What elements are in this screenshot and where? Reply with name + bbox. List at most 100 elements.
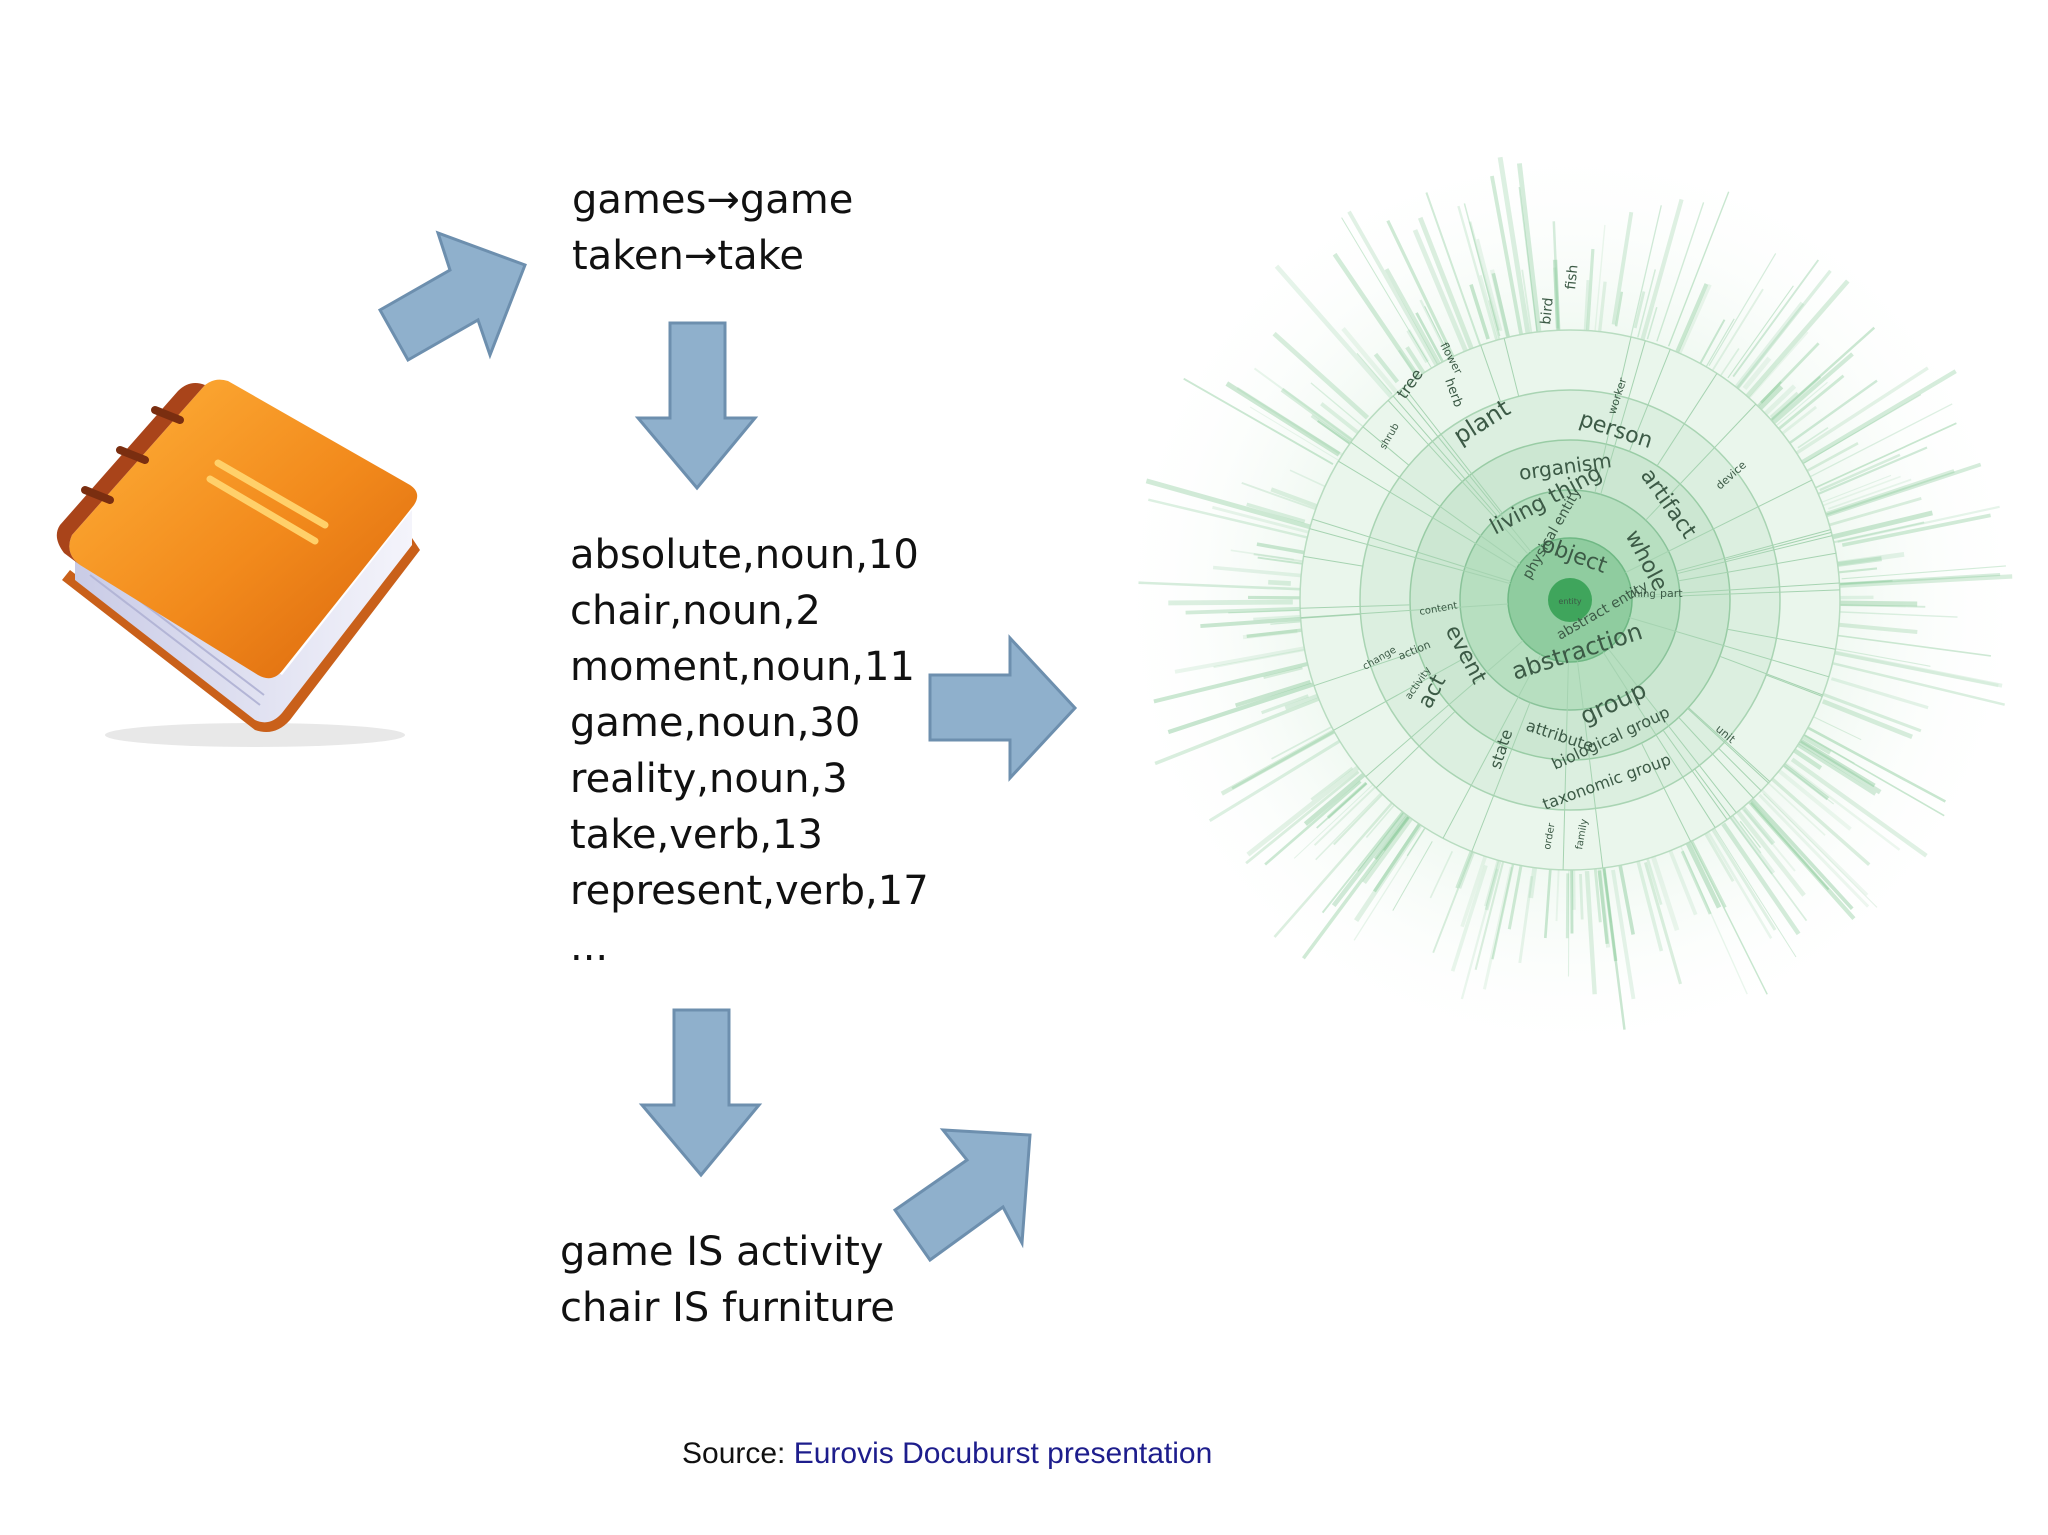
burst-spike (1320, 402, 1360, 435)
burst-divider (1350, 441, 1520, 565)
burst-spike (1789, 734, 1882, 795)
relations-list: game IS activity chair IS furniture (560, 1224, 895, 1336)
burst-spike (1614, 291, 1624, 327)
burst-spike (1702, 813, 1777, 931)
burst-spike (1274, 264, 1403, 410)
burst-spike (1270, 487, 1321, 510)
burst-spike (1235, 679, 1311, 708)
burst-spike (1645, 856, 1663, 905)
burst-spike (1518, 876, 1534, 964)
burst-spike (1833, 573, 2001, 586)
burst-spike (1469, 284, 1490, 340)
burst-divider (1300, 603, 1509, 619)
burst-spike (1742, 356, 1772, 391)
burst-spike (1743, 809, 1796, 872)
burst-spike (1672, 829, 1748, 995)
burst-spike (1565, 873, 1570, 939)
burst-label: fish (1563, 264, 1582, 291)
burst-spike (1667, 191, 1730, 347)
burst-spike (1185, 606, 1320, 615)
burst-spike (1611, 211, 1634, 325)
burst-spike (1174, 645, 1309, 674)
docuburst-spikes (1138, 156, 2013, 1030)
burst-spike (1708, 253, 1777, 367)
burst-spike (1468, 221, 1500, 331)
burst-spike (1246, 765, 1360, 857)
burst-center-label: entity (1558, 597, 1581, 606)
burst-spike (1828, 478, 1912, 510)
burst-spike (1154, 690, 1336, 766)
burst-spike (1635, 198, 1684, 360)
burst-spike (1310, 414, 1356, 448)
list-item: game,noun,30 (570, 700, 861, 746)
burst-divider (1300, 613, 1361, 619)
stemming-examples: games→game taken→take (572, 172, 853, 284)
book-icon (56, 379, 420, 747)
arrow-icon (928, 634, 1078, 782)
burst-divider (1387, 400, 1529, 555)
burst-spike (1543, 857, 1553, 939)
burst-spike (1432, 839, 1478, 954)
burst-divider (1724, 531, 1832, 561)
burst-spike (1813, 446, 1928, 497)
burst-spike (1732, 259, 1820, 378)
burst-divider (1403, 386, 1503, 514)
burst-spike (1746, 775, 1869, 896)
burst-spike (1750, 802, 1830, 891)
burst-spike (1365, 803, 1396, 839)
burst-spike (1798, 369, 1957, 466)
burst-divider (1375, 710, 1456, 789)
burst-spike (1220, 724, 1345, 796)
burst-spike (1236, 386, 1352, 462)
burst-divider (1676, 529, 1831, 572)
burst-spike (1167, 679, 1322, 735)
burst-divider (1641, 742, 1692, 842)
burst-divider (1602, 652, 1716, 828)
burst-spike (1837, 505, 2000, 543)
burst-spike (1728, 800, 1806, 897)
source-link[interactable]: Eurovis Docuburst presentation (793, 1437, 1213, 1470)
arrow-icon (892, 1128, 1032, 1263)
burst-spike (1585, 248, 1595, 345)
burst-divider (1676, 535, 1833, 575)
burst-divider (1442, 654, 1542, 839)
burst-spike (1273, 790, 1403, 938)
burst-spike (1691, 840, 1727, 908)
burst-spike (1740, 787, 1854, 910)
burst-label: part (1660, 587, 1683, 600)
burst-spike (1593, 224, 1606, 337)
burst-spike (1424, 306, 1448, 352)
burst-spike (1821, 648, 1999, 688)
burst-spike (1739, 820, 1762, 849)
burst-spike (1597, 870, 1609, 944)
burst-spike (1819, 497, 1922, 530)
burst-divider (1631, 589, 1840, 599)
arrow-icon (377, 230, 527, 363)
burst-spike (1310, 766, 1354, 801)
burst-spike (1245, 770, 1360, 865)
list-item: chair,noun,2 (570, 588, 821, 634)
burst-spike (1271, 725, 1334, 760)
burst-spike (1450, 864, 1488, 972)
burst-spike (1763, 793, 1878, 908)
burst-spike (1463, 203, 1501, 337)
burst-spike (1357, 801, 1413, 872)
burst-spike (1417, 216, 1480, 365)
burst-spike (1829, 600, 1918, 607)
burst-spike (1353, 813, 1435, 941)
burst-spike (1301, 807, 1417, 960)
burst-spike (1268, 579, 1291, 586)
burst-divider (1662, 729, 1728, 820)
burst-spike (1767, 774, 1871, 867)
burst-spike (1770, 326, 1876, 421)
burst-spike (1261, 694, 1309, 715)
burst-spike (1521, 269, 1534, 341)
burst-spike (1743, 331, 1809, 404)
burst-spike (1183, 377, 1334, 466)
burst-spike (1766, 352, 1854, 430)
burst-divider (1333, 652, 1474, 731)
burst-divider (1688, 707, 1771, 782)
docuburst-visualization: entity physical entity abstract entity o… (1120, 140, 2020, 1060)
burst-spike (1425, 192, 1485, 355)
burst-spike (1488, 300, 1502, 342)
